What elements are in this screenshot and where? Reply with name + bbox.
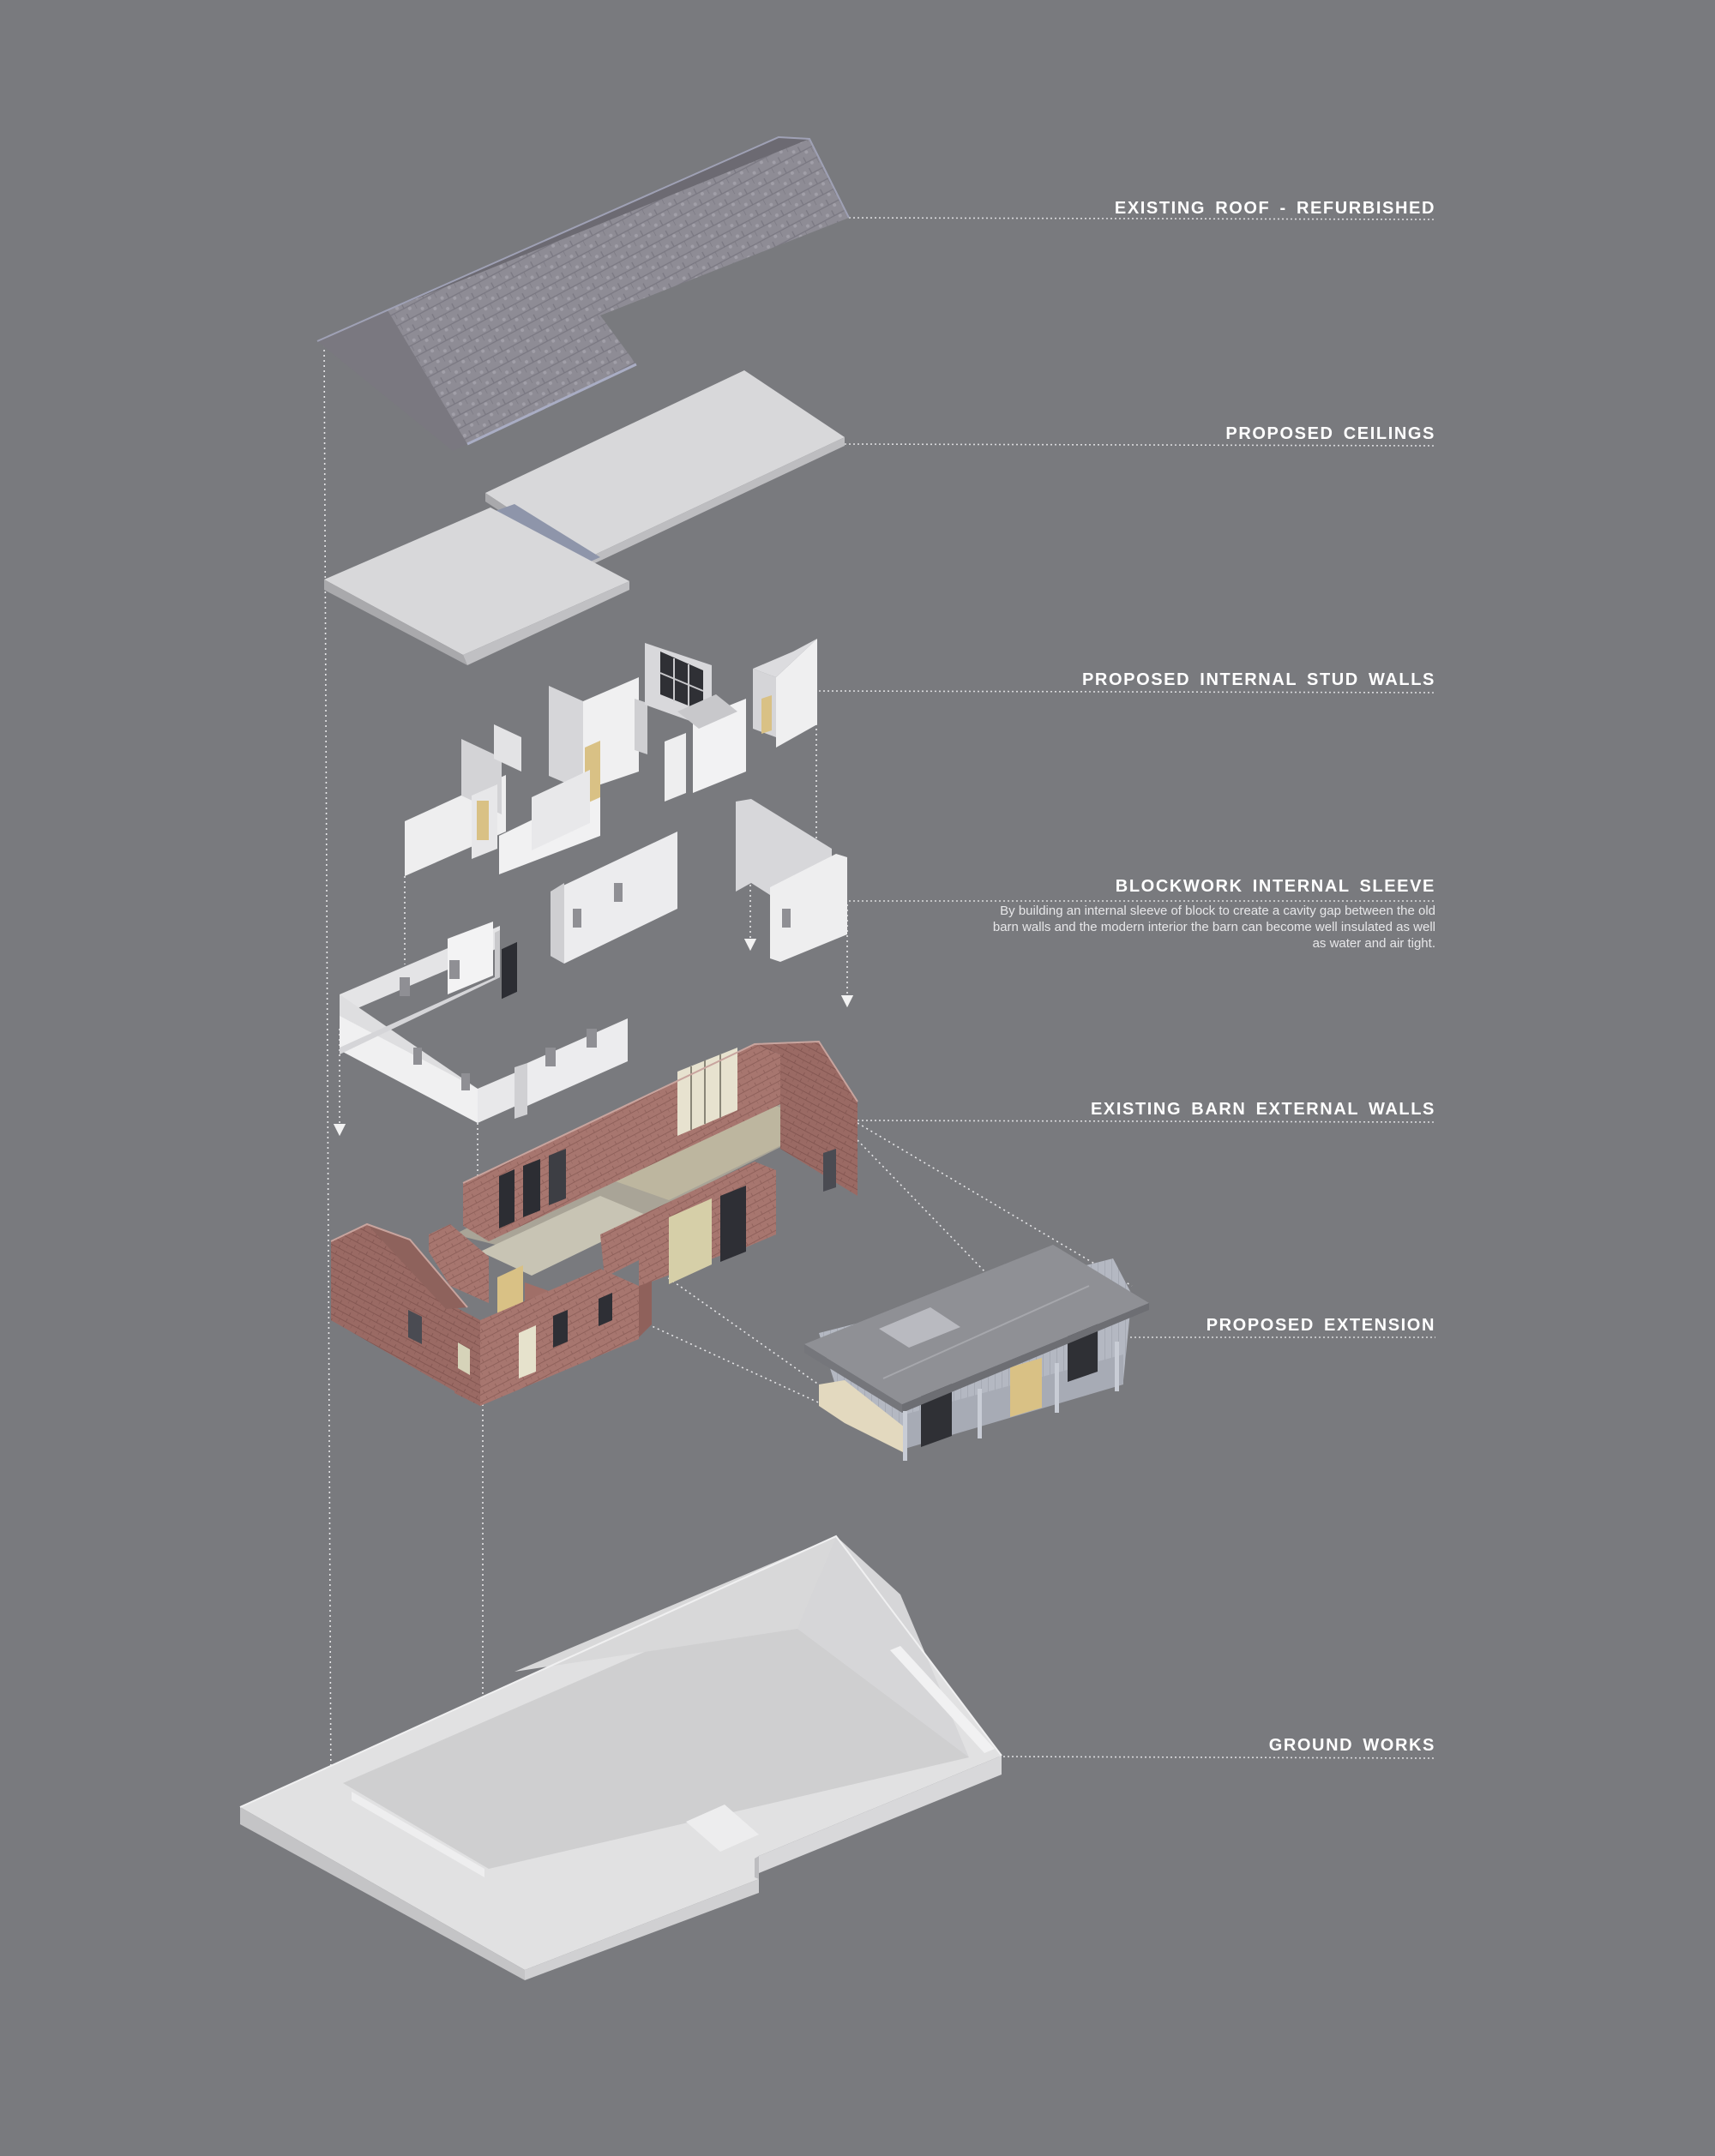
label-existing-roof: EXISTING ROOF - REFURBISHED: [1114, 199, 1435, 218]
proposed-ceilings: [324, 370, 845, 665]
ground-works: [239, 1534, 1002, 1980]
proposed-extension: [804, 1245, 1149, 1461]
label-proposed-ceilings: PROPOSED CEILINGS: [1225, 424, 1435, 443]
label-blockwork-internal-sleeve: BLOCKWORK INTERNAL SLEEVE: [1115, 877, 1435, 896]
label-ground-works: GROUND WORKS: [1268, 1736, 1435, 1755]
label-existing-barn-external-walls: EXISTING BARN EXTERNAL WALLS: [1090, 1100, 1435, 1119]
leader-lines: [818, 217, 1436, 1759]
label-proposed-extension: PROPOSED EXTENSION: [1206, 1316, 1435, 1335]
blockwork-internal-sleeve: [340, 799, 847, 1123]
existing-barn-external-walls: [330, 941, 858, 1406]
proposed-internal-stud-walls: [405, 639, 817, 876]
existing-roof: [316, 135, 850, 451]
blockwork-sleeve-description: By building an internal sleeve of block …: [992, 904, 1435, 951]
label-proposed-internal-stud-walls: PROPOSED INTERNAL STUD WALLS: [1081, 670, 1435, 689]
